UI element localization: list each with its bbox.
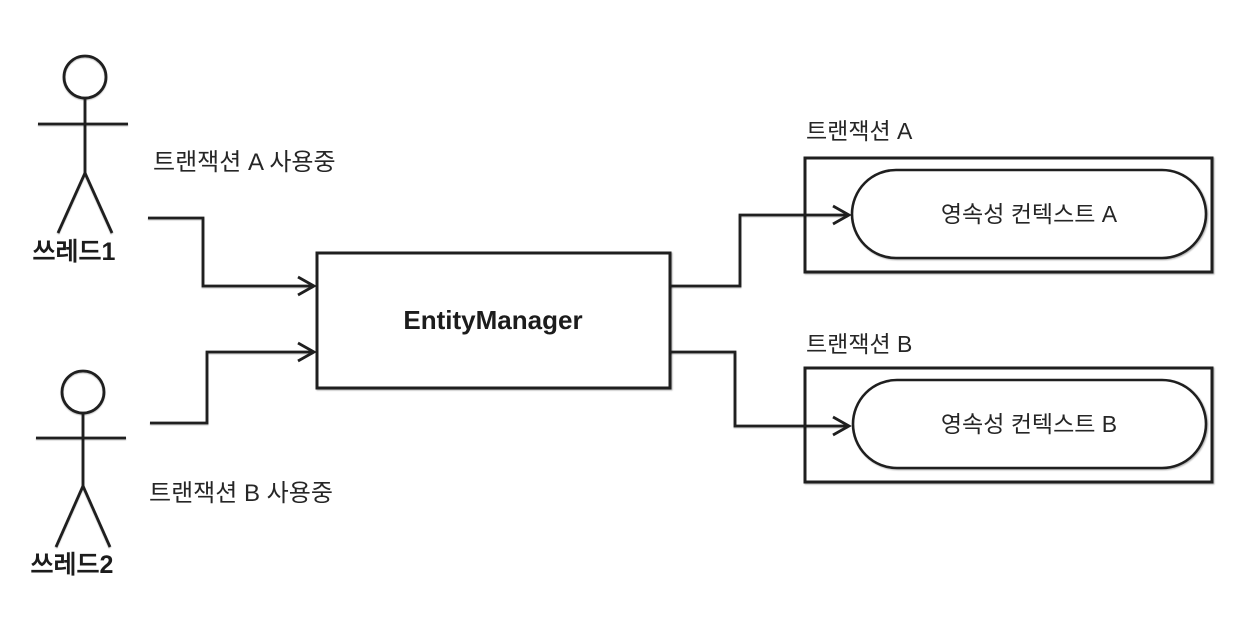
connector-thread1-to-entitymanager [148,216,317,297]
persistence-context-b-label: 영속성 컨텍스트 B [941,411,1117,437]
connector-entitymanager-to-context-b [670,350,852,437]
entity-manager-label: EntityManager [403,305,582,335]
arrowhead-into-entitymanager-top [297,275,317,297]
connector-line [150,350,313,425]
thread1-note: 트랜잭션 A 사용중 [153,149,336,176]
connector-entitymanager-to-context-a [670,204,852,288]
persistence-context-a-label: 영속성 컨텍스트 A [941,201,1118,227]
arrowhead-into-entitymanager-bottom [297,341,317,363]
transaction-b-group [803,366,1214,484]
persistence-context-a-pill [850,168,1208,260]
transaction-b-title: 트랜잭션 B [806,331,912,357]
connector-thread2-to-entitymanager [150,341,317,425]
connector-line [670,350,848,428]
actor-leg-left [54,485,85,548]
arrowhead-into-context-a [832,204,852,226]
actor-thread2-label: 쓰레드2 [31,551,114,579]
persistence-context-b-pill [851,378,1208,470]
actor-thread2: 쓰레드2 [31,369,126,579]
actor-thread1-label: 쓰레드1 [33,238,116,266]
connector-line [148,216,313,288]
actor-leg-right [81,485,112,548]
actor-head [60,369,106,415]
actor-thread1: 쓰레드1 [33,54,128,266]
entity-manager-box [315,251,672,390]
thread2-note: 트랜잭션 B 사용중 [149,480,333,507]
arrowhead-into-context-b [832,415,852,437]
transaction-a-group [803,156,1214,274]
actor-leg-left [56,172,87,234]
connector-line [670,213,848,288]
transaction-a-title: 트랜잭션 A [806,118,913,144]
actor-leg-right [83,172,114,234]
actor-head [62,54,108,100]
entity-manager-group [315,251,672,390]
